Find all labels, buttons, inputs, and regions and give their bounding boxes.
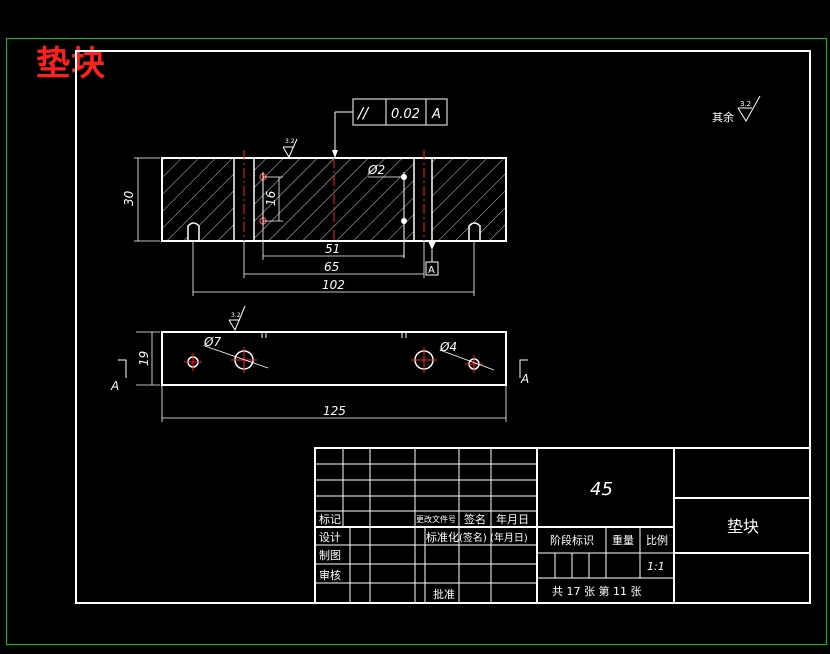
tolerance-symbol: // xyxy=(356,104,370,122)
dim-dia4: Ø4 xyxy=(439,340,457,354)
tolerance-frame xyxy=(332,98,448,158)
top-view: 3.2 xyxy=(118,305,528,422)
tb-review: 审核 xyxy=(319,568,341,582)
dim-65: 65 xyxy=(324,260,339,274)
tb-change-doc: 更改文件号 xyxy=(416,514,456,524)
dim-51: 51 xyxy=(325,242,340,256)
outer-frame xyxy=(6,38,827,645)
datum-label: A xyxy=(428,265,435,276)
title-block xyxy=(314,447,811,604)
tb-approve: 批准 xyxy=(433,587,455,601)
tb-mark: 标记 xyxy=(319,512,341,526)
dim-19: 19 xyxy=(137,351,151,366)
dim-16: 16 xyxy=(264,190,278,206)
tb-stage-mark: 阶段标识 xyxy=(550,533,594,547)
tb-draw: 制图 xyxy=(319,549,341,562)
tb-signature: 签名 xyxy=(464,512,486,526)
tb-material: 45 xyxy=(590,479,613,500)
dim-dia2: Ø2 xyxy=(367,163,385,177)
roughness-other-label: 其余 xyxy=(712,110,734,124)
section-label-left: A xyxy=(110,379,119,393)
tolerance-datum: A xyxy=(431,107,441,122)
tb-date: 年月日 xyxy=(496,512,529,526)
tb-date-paren: (年月日) xyxy=(490,531,528,544)
tb-scale: 比例 xyxy=(646,533,668,547)
front-view: 3.2 xyxy=(134,138,507,296)
roughness-other-value: 3.2 xyxy=(740,100,751,108)
dim-dia7: Ø7 xyxy=(203,335,221,349)
section-label-right: A xyxy=(520,372,529,386)
tb-sign-paren: (签名) xyxy=(459,531,487,544)
dim-102: 102 xyxy=(322,278,345,292)
dim-30: 30 xyxy=(122,190,136,206)
top-roughness-value: 3.2 xyxy=(231,312,241,319)
tb-scale-value: 1:1 xyxy=(647,560,665,573)
tb-standardize: 标准化 xyxy=(426,530,459,544)
tb-sheets: 共 17 张 第 11 张 xyxy=(552,584,641,598)
tb-design: 设计 xyxy=(319,531,341,544)
tb-part-name: 垫块 xyxy=(727,517,759,536)
tb-weight: 重量 xyxy=(612,533,634,547)
dim-125: 125 xyxy=(323,404,346,418)
tolerance-value: 0.02 xyxy=(391,107,420,122)
roughness-symbol-icon xyxy=(737,95,761,122)
front-roughness-value: 3.2 xyxy=(285,138,295,145)
